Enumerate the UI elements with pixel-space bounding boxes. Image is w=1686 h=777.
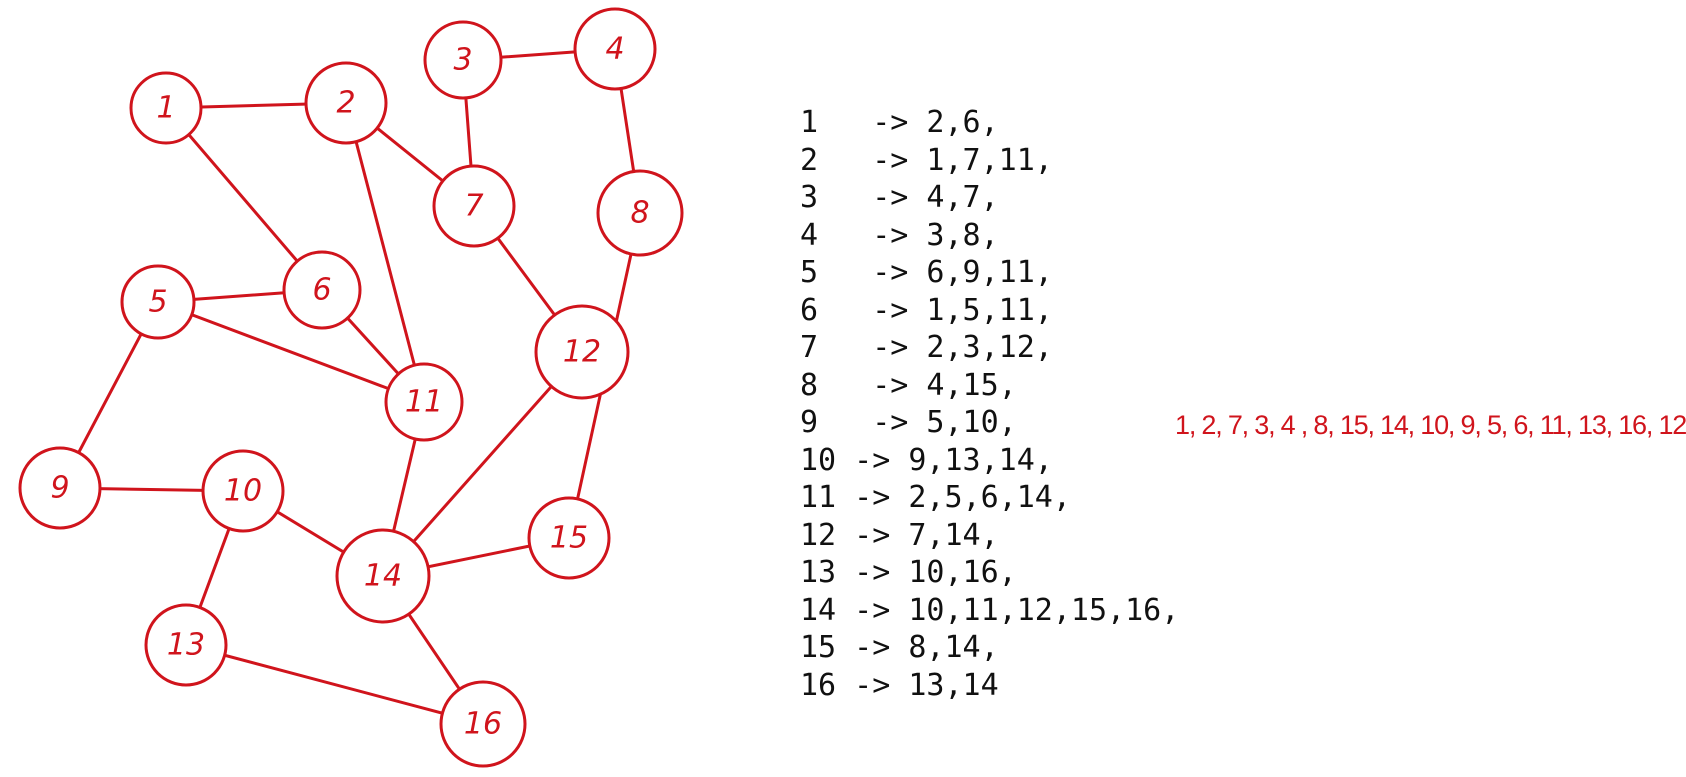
node-circle-13: [144, 603, 228, 687]
node-label-11: 11: [405, 385, 443, 420]
node-circle-16: [439, 680, 527, 768]
adjacency-line-16: 16 -> 13,14: [800, 667, 999, 703]
node-4: 4: [573, 7, 657, 91]
adjacency-line-9: 9 -> 5,10,: [800, 405, 1017, 440]
node-circle-15: [527, 496, 611, 580]
adjacency-line-8: 8 -> 4,15,: [800, 367, 1017, 403]
node-13: 13: [144, 603, 228, 687]
node-2: 2: [304, 61, 388, 145]
adjacency-line-12: 12 -> 7,14,: [800, 517, 999, 553]
edge-1-6: [164, 106, 324, 292]
adjacency-line-14: 14 -> 10,11,12,15,16,: [800, 592, 1180, 628]
node-circle-12: [534, 304, 630, 400]
adjacency-line-3: 3 -> 4,7,: [800, 180, 999, 215]
adjacency-line-2: 2 -> 1,7,11,: [800, 142, 1053, 178]
node-11: 11: [384, 362, 464, 442]
node-label-3: 3: [453, 43, 472, 78]
adjacency-line-7: 7 -> 2,3,12,: [800, 330, 1053, 365]
node-6: 6: [282, 250, 362, 330]
node-circle-2: [304, 61, 388, 145]
node-circle-14: [335, 528, 431, 624]
node-circle-5: [120, 264, 196, 340]
adjacency-line-13: 13 -> 10,16,: [800, 555, 1017, 590]
adjacency-line-11: 11 -> 2,5,6,14,: [800, 480, 1071, 515]
node-9: 9: [18, 446, 102, 530]
node-8: 8: [596, 169, 684, 257]
adjacency-list: 1 -> 2,6, 2 -> 1,7,11, 3 -> 4,7, 4 -> 3,…: [800, 104, 1179, 704]
node-circle-1: [129, 71, 203, 145]
node-10: 10: [201, 449, 285, 533]
node-label-9: 9: [50, 471, 69, 506]
node-label-7: 7: [464, 189, 483, 224]
node-12: 12: [534, 304, 630, 400]
adjacency-line-5: 5 -> 6,9,11,: [800, 255, 1053, 290]
adjacency-line-15: 15 -> 8,14,: [800, 630, 999, 665]
node-label-6: 6: [312, 273, 331, 308]
node-14: 14: [335, 528, 431, 624]
node-circle-11: [384, 362, 464, 442]
edge-13-16: [184, 643, 485, 726]
edge-2-11: [344, 101, 426, 404]
node-1: 1: [129, 71, 203, 145]
node-label-15: 15: [550, 521, 588, 556]
node-5: 5: [120, 264, 196, 340]
node-7: 7: [432, 164, 516, 248]
node-circle-9: [18, 446, 102, 530]
node-label-14: 14: [364, 559, 402, 594]
traversal-order: 1, 2, 7, 3, 4 , 8, 15, 14, 10, 9, 5, 6, …: [1175, 410, 1686, 440]
node-label-2: 2: [336, 86, 355, 121]
node-label-10: 10: [224, 474, 262, 509]
edge-5-11: [156, 300, 426, 404]
adjacency-line-1: 1 -> 2,6,: [800, 105, 999, 140]
adjacency-line-4: 4 -> 3,8,: [800, 217, 999, 253]
node-label-1: 1: [156, 91, 175, 126]
node-15: 15: [527, 496, 611, 580]
adjacency-line-10: 10 -> 9,13,14,: [800, 442, 1053, 478]
adjacency-line-6: 6 -> 1,5,11,: [800, 292, 1053, 328]
node-circle-10: [201, 449, 285, 533]
node-label-4: 4: [605, 32, 624, 67]
node-circle-8: [596, 169, 684, 257]
node-label-16: 16: [464, 707, 502, 742]
node-label-12: 12: [563, 335, 601, 370]
edge-12-14: [381, 350, 584, 578]
node-circle-4: [573, 7, 657, 91]
node-circle-3: [423, 20, 503, 100]
node-label-13: 13: [167, 628, 205, 663]
node-3: 3: [423, 20, 503, 100]
node-16: 16: [439, 680, 527, 768]
node-label-8: 8: [630, 196, 649, 231]
node-circle-6: [282, 250, 362, 330]
node-label-5: 5: [148, 285, 167, 320]
node-circle-7: [432, 164, 516, 248]
